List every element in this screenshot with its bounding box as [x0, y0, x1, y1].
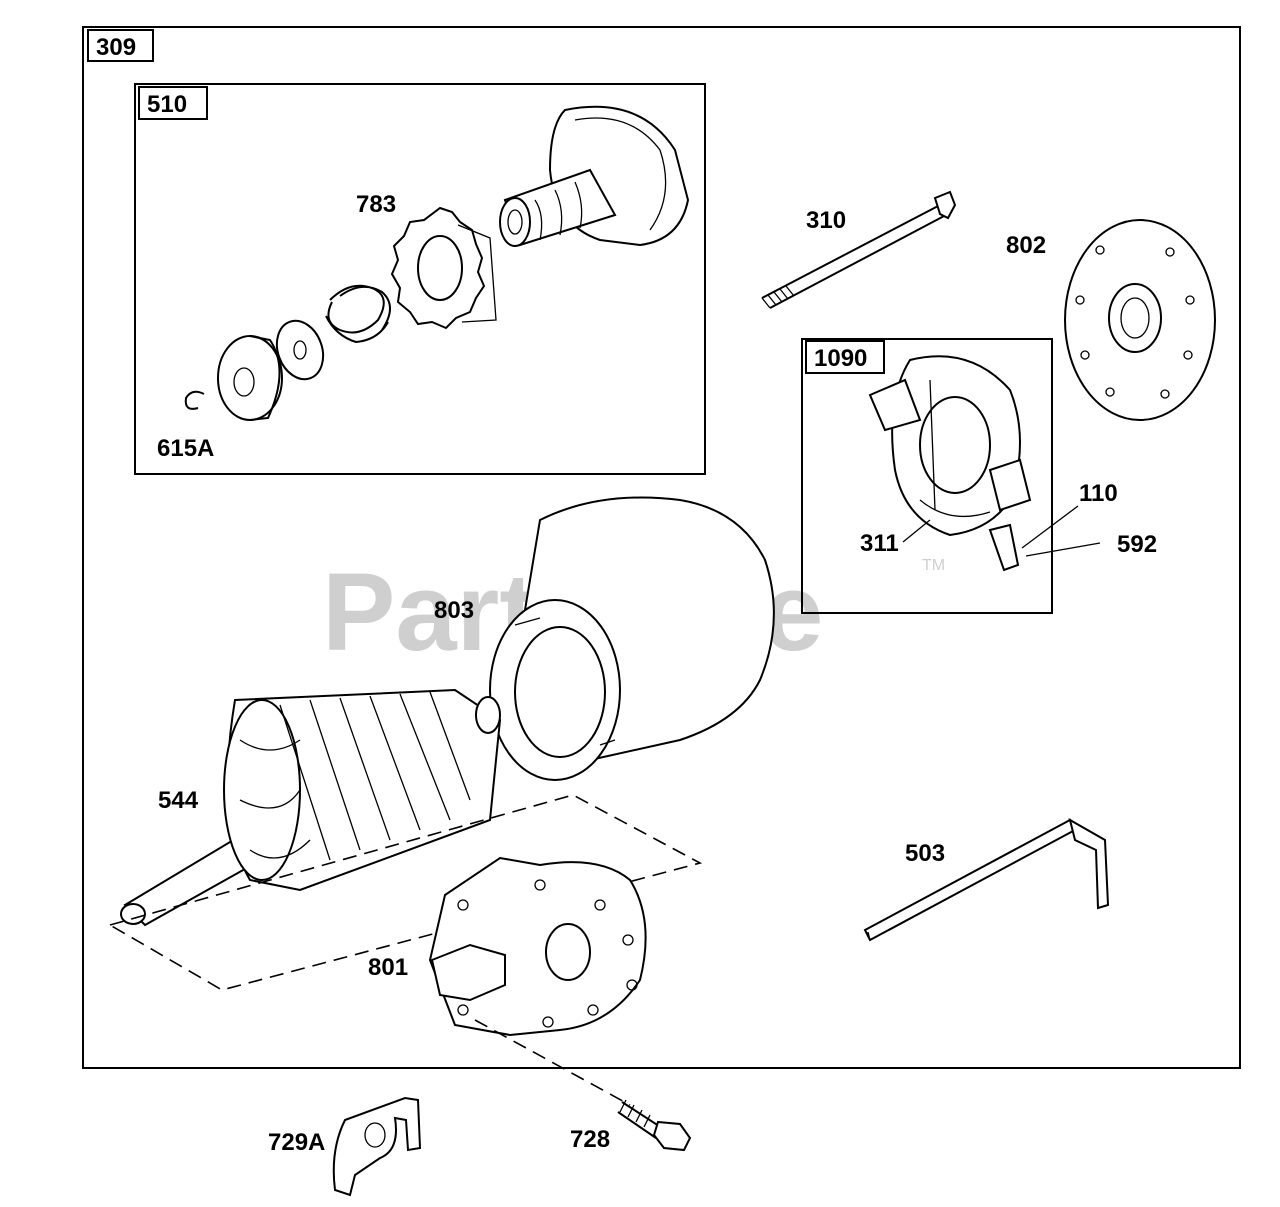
armature-outline-dashed — [107, 794, 703, 991]
part-310-label[interactable]: 310 — [806, 207, 846, 234]
motor-housing-803-drawing[interactable] — [489, 496, 775, 781]
pinion-gear-783-drawing[interactable] — [390, 206, 497, 330]
part-728-label[interactable]: 728 — [570, 1126, 610, 1153]
spring-drawing[interactable] — [325, 284, 391, 344]
bracket-503-drawing[interactable] — [863, 817, 1110, 942]
stop-nut-drawing[interactable] — [217, 335, 283, 421]
part-783-label[interactable]: 783 — [356, 191, 396, 218]
brush-kit-1090-tag[interactable] — [805, 340, 885, 374]
retaining-ring-drawing[interactable] — [184, 390, 205, 410]
drive-kit-510-tag[interactable] — [138, 86, 208, 120]
part-615A-label[interactable]: 615A — [157, 435, 214, 462]
brush-kit-1090-label: 1090 — [814, 345, 867, 372]
watermark-trademark: TM — [922, 557, 945, 574]
part-801-label[interactable]: 801 — [368, 954, 408, 981]
part-803-label[interactable]: 803 — [434, 597, 474, 624]
end-cap-802-drawing[interactable] — [1064, 219, 1216, 421]
part-110-label[interactable]: 110 — [1079, 480, 1118, 507]
armature-544-drawing[interactable] — [120, 688, 502, 927]
brush-holder-drawing[interactable] — [868, 355, 1032, 572]
clip-729A-drawing[interactable] — [332, 1096, 422, 1197]
screw-axis-dashed — [474, 1019, 631, 1106]
leader-311 — [902, 519, 931, 543]
screw-728-drawing[interactable] — [617, 1099, 692, 1152]
leader-110 — [1021, 505, 1079, 549]
assembly-309-tag[interactable] — [87, 29, 154, 62]
assembly-309-label: 309 — [96, 34, 136, 61]
washer-drawing[interactable] — [269, 314, 331, 385]
brush-kit-1090-frame — [801, 338, 1053, 614]
through-bolt-310-drawing[interactable] — [761, 190, 957, 309]
part-592-label[interactable]: 592 — [1117, 531, 1157, 558]
part-729A-label[interactable]: 729A — [268, 1129, 325, 1156]
part-802-label[interactable]: 802 — [1006, 232, 1046, 259]
drive-clutch-drawing[interactable] — [499, 105, 690, 247]
assembly-309-frame — [82, 26, 1241, 1069]
mounting-plate-801-drawing[interactable] — [428, 856, 647, 1037]
drive-kit-510-frame — [134, 83, 706, 475]
part-503-label[interactable]: 503 — [905, 840, 945, 867]
drive-kit-510-label: 510 — [147, 91, 187, 118]
leader-592 — [1025, 542, 1101, 557]
part-544-label[interactable]: 544 — [158, 787, 199, 814]
part-311-label[interactable]: 311 — [860, 530, 899, 557]
